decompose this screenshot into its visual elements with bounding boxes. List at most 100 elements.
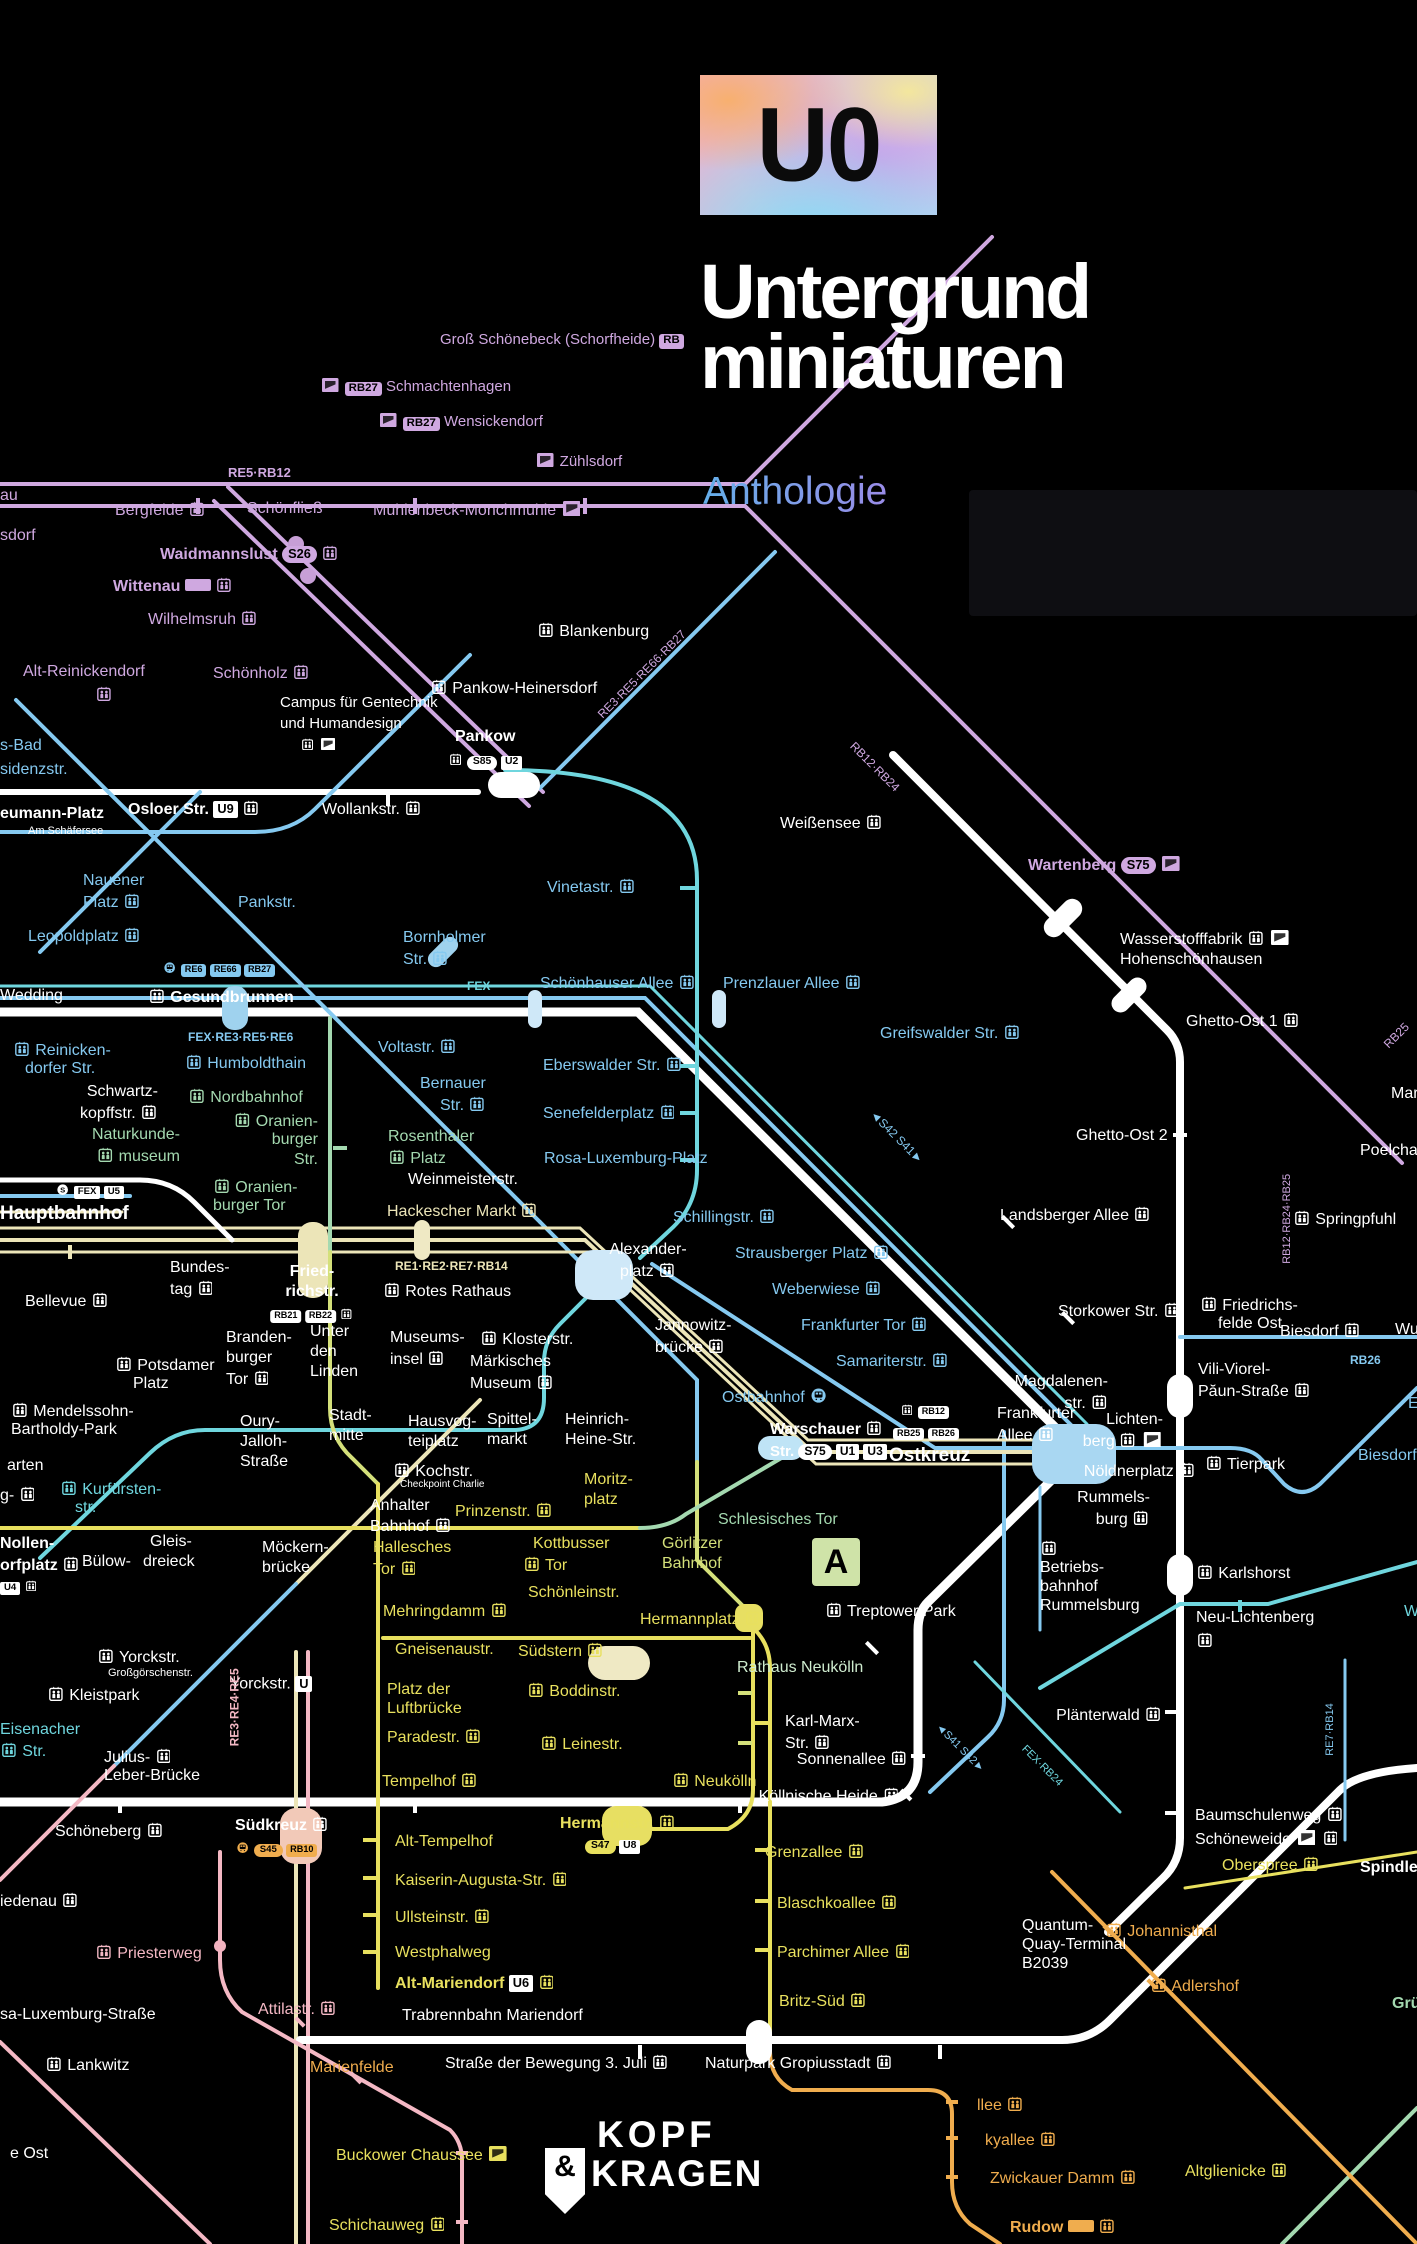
station-label: Wittenau bbox=[113, 577, 233, 596]
elevator-icon bbox=[680, 974, 694, 990]
elevator-icon bbox=[522, 1202, 537, 1218]
zone-a-badge: A bbox=[812, 1538, 860, 1586]
elevator-icon bbox=[466, 1728, 481, 1744]
station-label: RB12·RB24 bbox=[847, 739, 903, 795]
station-tick bbox=[864, 1640, 880, 1656]
elevator-icon bbox=[436, 1517, 450, 1533]
station-label: Str. bbox=[785, 1734, 831, 1753]
station-label: Westphalweg bbox=[395, 1944, 491, 1961]
station-label: Blaschkoallee bbox=[777, 1894, 898, 1913]
elevator-icon bbox=[470, 1096, 485, 1112]
station-label: Neukölln bbox=[672, 1772, 757, 1791]
station-label: Ostkreuz bbox=[889, 1445, 971, 1466]
transit-line bbox=[294, 1398, 482, 1586]
station-label: Quay-Terminal bbox=[1022, 1936, 1127, 1953]
transit-line bbox=[928, 1430, 1006, 1794]
station-label: Rudow bbox=[1010, 2218, 1116, 2237]
ubahn-line-badge: FEX bbox=[73, 1185, 101, 1200]
elevator-icon bbox=[215, 1178, 229, 1194]
transit-line bbox=[0, 1250, 1034, 1466]
elevator-icon bbox=[187, 1054, 201, 1070]
transit-line bbox=[38, 1270, 614, 1560]
transit-line bbox=[112, 1582, 298, 1768]
station-tick bbox=[899, 1788, 913, 1802]
transit-line bbox=[212, 499, 531, 808]
elevator-icon bbox=[619, 878, 634, 894]
station-label: Schöneberg bbox=[55, 1822, 164, 1841]
station-label: Großgörschenstr. bbox=[108, 1667, 193, 1679]
station-label: RE3·RE4·RE5 bbox=[227, 1668, 242, 1747]
station-label: arten bbox=[7, 1457, 44, 1474]
elevator-icon bbox=[1134, 1510, 1148, 1526]
park-and-ride-icon bbox=[380, 413, 397, 428]
station-label: Eisenacher bbox=[0, 1721, 81, 1738]
transit-line bbox=[328, 1250, 380, 1486]
elevator-icon bbox=[1152, 1977, 1166, 1993]
station-label: ◄S41 S42► bbox=[933, 1720, 988, 1775]
station-label: Hausvog- bbox=[408, 1413, 477, 1430]
station-label: Senefelderplatz bbox=[543, 1104, 676, 1123]
elevator-icon bbox=[401, 1560, 416, 1576]
park-and-ride-icon bbox=[1271, 930, 1289, 946]
station-label: orfplatz bbox=[0, 1556, 80, 1575]
station-label: Pankow bbox=[455, 728, 516, 745]
park-and-ride-icon bbox=[322, 378, 339, 393]
station-label: und Humandesign bbox=[280, 715, 402, 732]
station-label: Altglienicke bbox=[1185, 2162, 1288, 2181]
station-label: Hauptbahnhof bbox=[0, 1203, 129, 1224]
station-label: Mehringdamm bbox=[383, 1602, 508, 1621]
station-label: Ostbahnhof bbox=[722, 1388, 828, 1407]
station-label: Gleis- bbox=[150, 1533, 192, 1550]
station-label: museum bbox=[96, 1147, 180, 1166]
station-label: Warschauer bbox=[770, 1420, 883, 1439]
station-label: mitte bbox=[329, 1427, 364, 1444]
station-label: Johannisthal bbox=[1105, 1922, 1217, 1941]
station-label: Nöldnerplatz bbox=[1084, 1462, 1196, 1481]
station-label: Weberwiese bbox=[772, 1280, 882, 1299]
elevator-icon bbox=[1039, 1426, 1053, 1442]
elevator-icon bbox=[1135, 1206, 1150, 1222]
interchange-node bbox=[488, 772, 540, 798]
transit-line bbox=[0, 1764, 116, 1882]
station-tick bbox=[1146, 1978, 1158, 1990]
station-label: Yorckstr. bbox=[97, 1648, 180, 1667]
elevator-icon bbox=[848, 1843, 863, 1859]
station-label: Bernauer bbox=[420, 1075, 486, 1092]
elevator-icon bbox=[1295, 1382, 1309, 1398]
station-label: Spindle bbox=[1360, 1859, 1417, 1876]
station-label: Ghetto-Ost 2 bbox=[1076, 1127, 1168, 1144]
station-label: Kaiserin-Augusta-Str. bbox=[395, 1871, 568, 1890]
elevator-icon bbox=[1198, 1632, 1212, 1648]
park-and-ride-icon bbox=[1161, 856, 1180, 872]
station-label: Adlershof bbox=[1150, 1977, 1239, 1996]
station-label: Greifswalder Str. bbox=[880, 1024, 1021, 1043]
ubahn-line-badge: U6 bbox=[508, 1975, 534, 1992]
station-label: Lankwitz bbox=[45, 2056, 130, 2075]
station-label: Bergfelde bbox=[115, 501, 206, 520]
station-label: Anhalter bbox=[370, 1497, 430, 1514]
interchange-node bbox=[758, 1436, 804, 1460]
station-label: Wasserstofffabrik bbox=[1120, 930, 1291, 949]
elevator-icon bbox=[933, 1352, 947, 1368]
station-label: Märkisches bbox=[470, 1353, 551, 1370]
ampersand: & bbox=[554, 2150, 576, 2183]
station-label: RB12 bbox=[900, 1404, 949, 1419]
station-label: Vili-Viorel- bbox=[1198, 1361, 1271, 1378]
station-label: Betriebs- bbox=[1040, 1559, 1105, 1576]
elevator-icon bbox=[313, 1816, 328, 1832]
station-label: RE6 RE66 RB27 bbox=[162, 962, 276, 977]
station-label: Samariterstr. bbox=[836, 1352, 949, 1371]
transit-line bbox=[0, 235, 994, 486]
interchange-node bbox=[300, 568, 316, 584]
elevator-icon bbox=[2, 1742, 16, 1758]
elevator-icon bbox=[884, 1787, 898, 1803]
publisher-name-top: KOPF bbox=[597, 2114, 716, 2155]
interchange-node bbox=[1111, 977, 1147, 1013]
elevator-icon bbox=[475, 1908, 489, 1924]
elevator-icon bbox=[321, 2000, 336, 2016]
elevator-icon bbox=[25, 1580, 36, 1592]
station-label: S85 U2 bbox=[448, 753, 523, 770]
elevator-icon bbox=[294, 664, 308, 680]
sbahn-line-badge: S47 bbox=[585, 1840, 616, 1855]
